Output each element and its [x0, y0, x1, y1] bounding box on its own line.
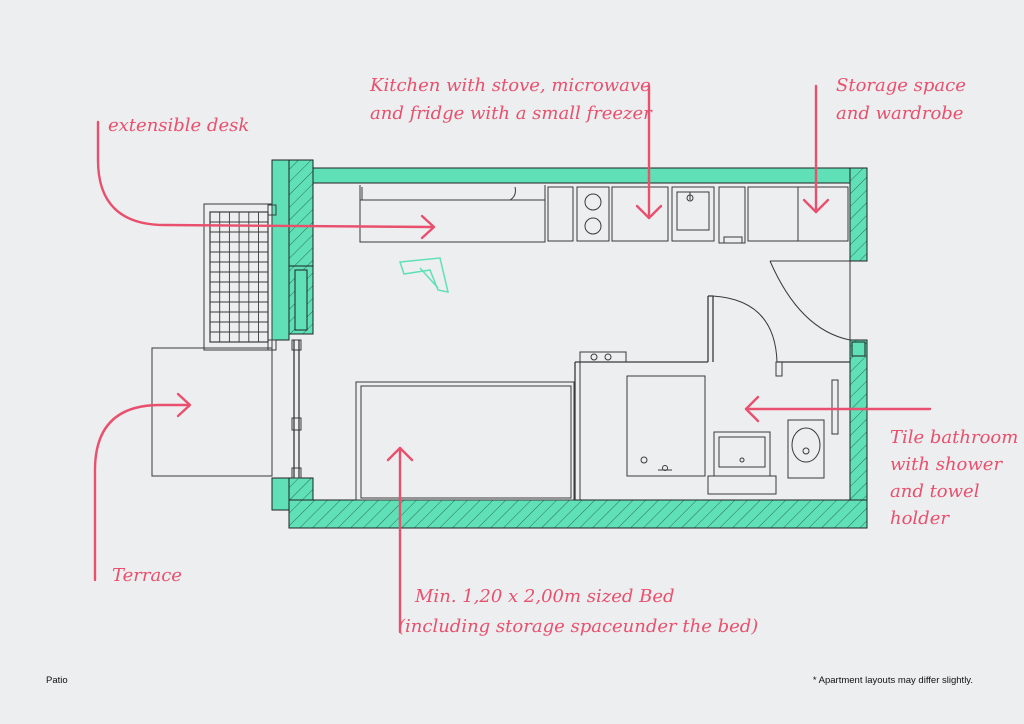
- bathroom: [574, 295, 850, 500]
- label-bathroom-4: holder: [890, 508, 950, 529]
- terrace-door: [291, 339, 302, 479]
- label-kitchen-1: Kitchen with stove, microwave: [369, 75, 651, 96]
- burner-1: [584, 193, 602, 211]
- kitchen-sink: [671, 186, 715, 242]
- wall-right-lower: [849, 339, 868, 513]
- label-bed-2: (including storage spaceunder the bed): [398, 616, 758, 637]
- label-storage-1: Storage space: [836, 75, 966, 96]
- label-bathroom-2: with shower: [890, 454, 1003, 475]
- terrace-outline: [151, 347, 273, 477]
- fridge: [611, 186, 669, 242]
- entrance-door: [769, 260, 851, 341]
- label-bed-1: Min. 1,20 x 2,00m sized Bed: [414, 586, 675, 607]
- walls: [271, 159, 868, 529]
- wall-left-upper-hatched: [288, 159, 314, 267]
- label-kitchen-2: and fridge with a small freezer: [370, 103, 653, 124]
- footer-right: * Apartment layouts may differ slightly.: [813, 675, 973, 686]
- shower: [626, 375, 706, 477]
- toilet: [787, 419, 825, 479]
- towel-holder: [831, 379, 839, 435]
- terrace-grid-outer: [203, 203, 273, 351]
- terrace-area: [151, 203, 277, 477]
- kitchen-counter: [359, 185, 849, 244]
- wall-top: [311, 167, 853, 184]
- wall-left-upper: [271, 159, 290, 341]
- bathroom-door-swing: [712, 295, 778, 363]
- wall-bottom: [288, 499, 868, 529]
- label-desk: extensible desk: [108, 115, 249, 136]
- wall-top-right: [849, 167, 868, 262]
- label-storage-2: and wardrobe: [836, 103, 963, 124]
- wall-left-lower: [271, 477, 290, 511]
- bed: [355, 381, 575, 501]
- stove: [576, 186, 610, 242]
- arrow-terrace: [93, 403, 190, 582]
- burner-2: [584, 217, 602, 235]
- washbasin: [713, 431, 771, 477]
- annotation-arrows: [93, 84, 932, 634]
- label-bathroom-1: Tile bathroom: [890, 427, 1018, 448]
- label-terrace: Terrace: [112, 565, 182, 586]
- label-bathroom-3: and towel: [890, 481, 980, 502]
- footer-left: Patio: [46, 675, 68, 686]
- arrow-desk: [96, 120, 434, 229]
- desk-chair: [398, 257, 449, 293]
